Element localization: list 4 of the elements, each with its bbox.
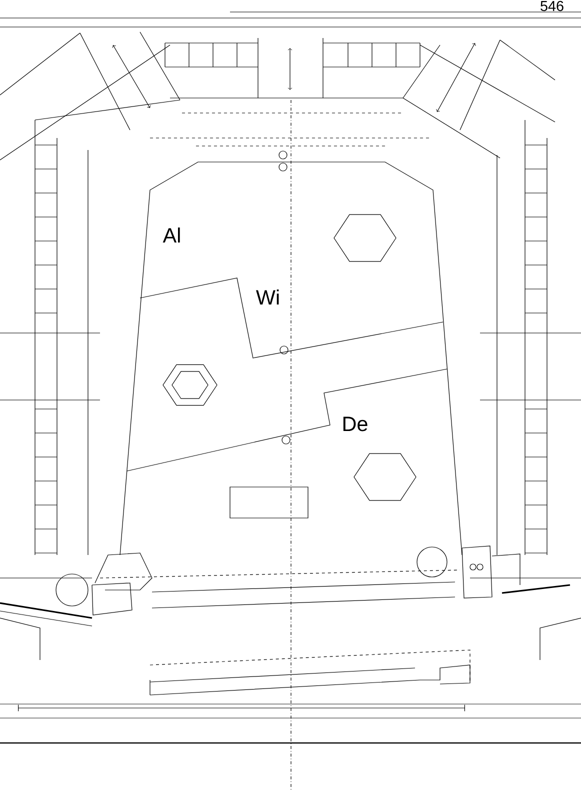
page-number: 546 (540, 0, 564, 12)
zone-label: De (343, 416, 368, 432)
zone-label: Wi (256, 290, 279, 305)
zone-label: Al (162, 228, 180, 243)
